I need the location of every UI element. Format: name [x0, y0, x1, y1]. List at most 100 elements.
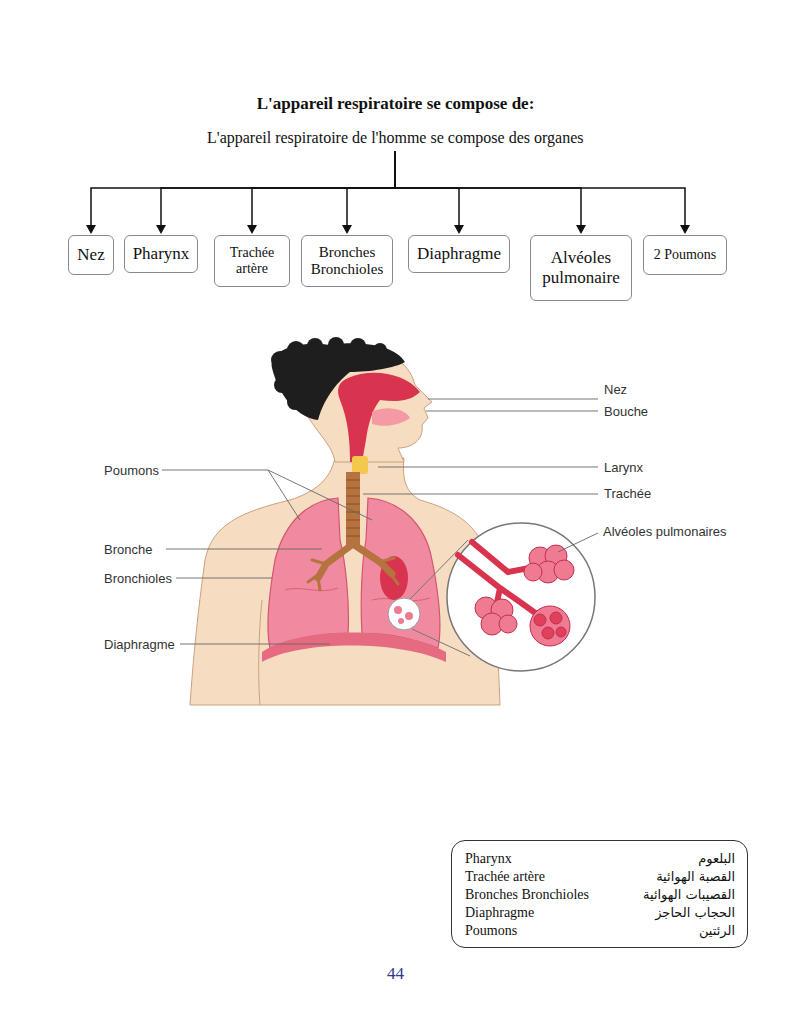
root-statement: L'appareil respiratoire de l'homme se co… — [207, 129, 583, 147]
hair — [287, 341, 305, 359]
organ-name: 2 Poumons — [654, 247, 717, 263]
arrow-head — [156, 225, 166, 234]
organ-name: Pharynx — [133, 244, 190, 264]
organ-name: Diaphragme — [417, 244, 501, 264]
connector-line — [161, 151, 395, 227]
hair — [373, 343, 387, 357]
hair — [328, 337, 344, 353]
arrow-head — [247, 225, 257, 234]
connector-line — [91, 151, 395, 227]
glossary-term: Pharynx — [465, 850, 512, 867]
organ-name: Bronches Bronchioles — [306, 244, 388, 278]
hair — [271, 351, 289, 369]
airway — [372, 408, 410, 426]
glossary-translation: القصيبات الهوائية — [643, 886, 735, 903]
magnifier — [388, 523, 595, 671]
glossary-term: Trachée artère — [465, 868, 545, 885]
part-label: Poumons — [104, 463, 159, 478]
alveoli — [524, 563, 542, 581]
leader-line — [166, 549, 322, 550]
tree-connector — [247, 151, 395, 234]
arrow-head — [680, 225, 690, 234]
airway — [338, 373, 420, 474]
arrow-head — [342, 225, 352, 234]
alveoli — [542, 627, 554, 639]
organ-box: Pharynx — [124, 235, 198, 273]
part-label: Alvéoles pulmonaires — [603, 524, 727, 539]
airway — [352, 456, 368, 474]
lungs — [361, 498, 440, 648]
connector-line — [395, 151, 581, 227]
glossary-term: Bronches Bronchioles — [465, 886, 589, 903]
trachea — [346, 480, 360, 536]
part-label: Nez — [604, 382, 627, 397]
diaphragm — [262, 633, 446, 663]
organ-box: Trachée artère — [214, 235, 290, 287]
tree-connector — [342, 151, 395, 234]
glossary-translation: الحجاب الحاجز — [655, 904, 735, 921]
alveoli — [534, 614, 546, 626]
magnifier — [405, 612, 413, 620]
organ-box: Bronches Bronchioles — [301, 235, 393, 287]
arrow-head — [576, 225, 586, 234]
part-label: Bronchioles — [104, 571, 172, 586]
magnifier — [388, 598, 420, 630]
airway — [338, 373, 420, 462]
body-skin — [259, 600, 262, 705]
connector-line — [252, 151, 395, 227]
part-label: Diaphragme — [104, 637, 175, 652]
leader-line — [378, 467, 598, 468]
connector-line — [395, 151, 459, 227]
leader-line — [162, 399, 598, 644]
bronchi — [308, 558, 398, 590]
glossary-translation: القصبة الهوائية — [656, 868, 735, 885]
organ-box: Alvéoles pulmonaire — [530, 235, 632, 301]
organ-box: 2 Poumons — [643, 235, 727, 275]
organ-box: Diaphragme — [408, 235, 510, 273]
connector-line — [347, 151, 395, 227]
tree-connector — [395, 151, 690, 234]
title: L'appareil respiratoire se compose de: — [0, 94, 791, 114]
leader-line — [176, 578, 272, 579]
magnifier — [394, 606, 402, 614]
alveoli — [550, 612, 562, 624]
organ-name: Nez — [77, 245, 104, 265]
arrow-head — [454, 225, 464, 234]
bronchi — [318, 544, 353, 578]
glossary-translation: البلعوم — [698, 850, 735, 867]
lungs — [285, 588, 338, 591]
part-label: Larynx — [604, 460, 643, 475]
tree-connector — [156, 151, 395, 234]
leader-line — [162, 470, 372, 520]
alveoli — [475, 545, 574, 646]
diaphragm — [262, 633, 446, 663]
tree-connector — [395, 151, 586, 234]
tree-connector — [86, 151, 395, 234]
glossary-term: Poumons — [465, 922, 517, 939]
leader-line — [558, 533, 598, 552]
page-number: 44 — [387, 966, 404, 981]
leader-line — [426, 411, 598, 412]
hair — [287, 394, 303, 410]
alveoli — [556, 627, 566, 637]
part-label: Bronche — [104, 542, 152, 557]
part-label: Bouche — [604, 404, 648, 419]
part-label: Trachée — [604, 486, 651, 501]
leader-line — [180, 644, 330, 645]
alveoli — [530, 606, 570, 646]
connector-line — [395, 151, 685, 227]
magnifier — [398, 618, 404, 624]
bronchi — [308, 544, 398, 590]
lungs — [268, 498, 348, 648]
leader-line — [363, 494, 598, 495]
body-skin — [190, 350, 500, 705]
hair — [350, 338, 366, 354]
alveoli — [499, 615, 517, 633]
glossary-translation: الرئتين — [699, 922, 735, 939]
organ-name: Alvéoles pulmonaire — [535, 248, 627, 288]
alveoli — [554, 560, 574, 580]
hair — [307, 338, 323, 354]
statement-text: L'appareil respiratoire de l'homme se co… — [207, 129, 583, 147]
organ-name: Trachée artère — [219, 245, 285, 277]
